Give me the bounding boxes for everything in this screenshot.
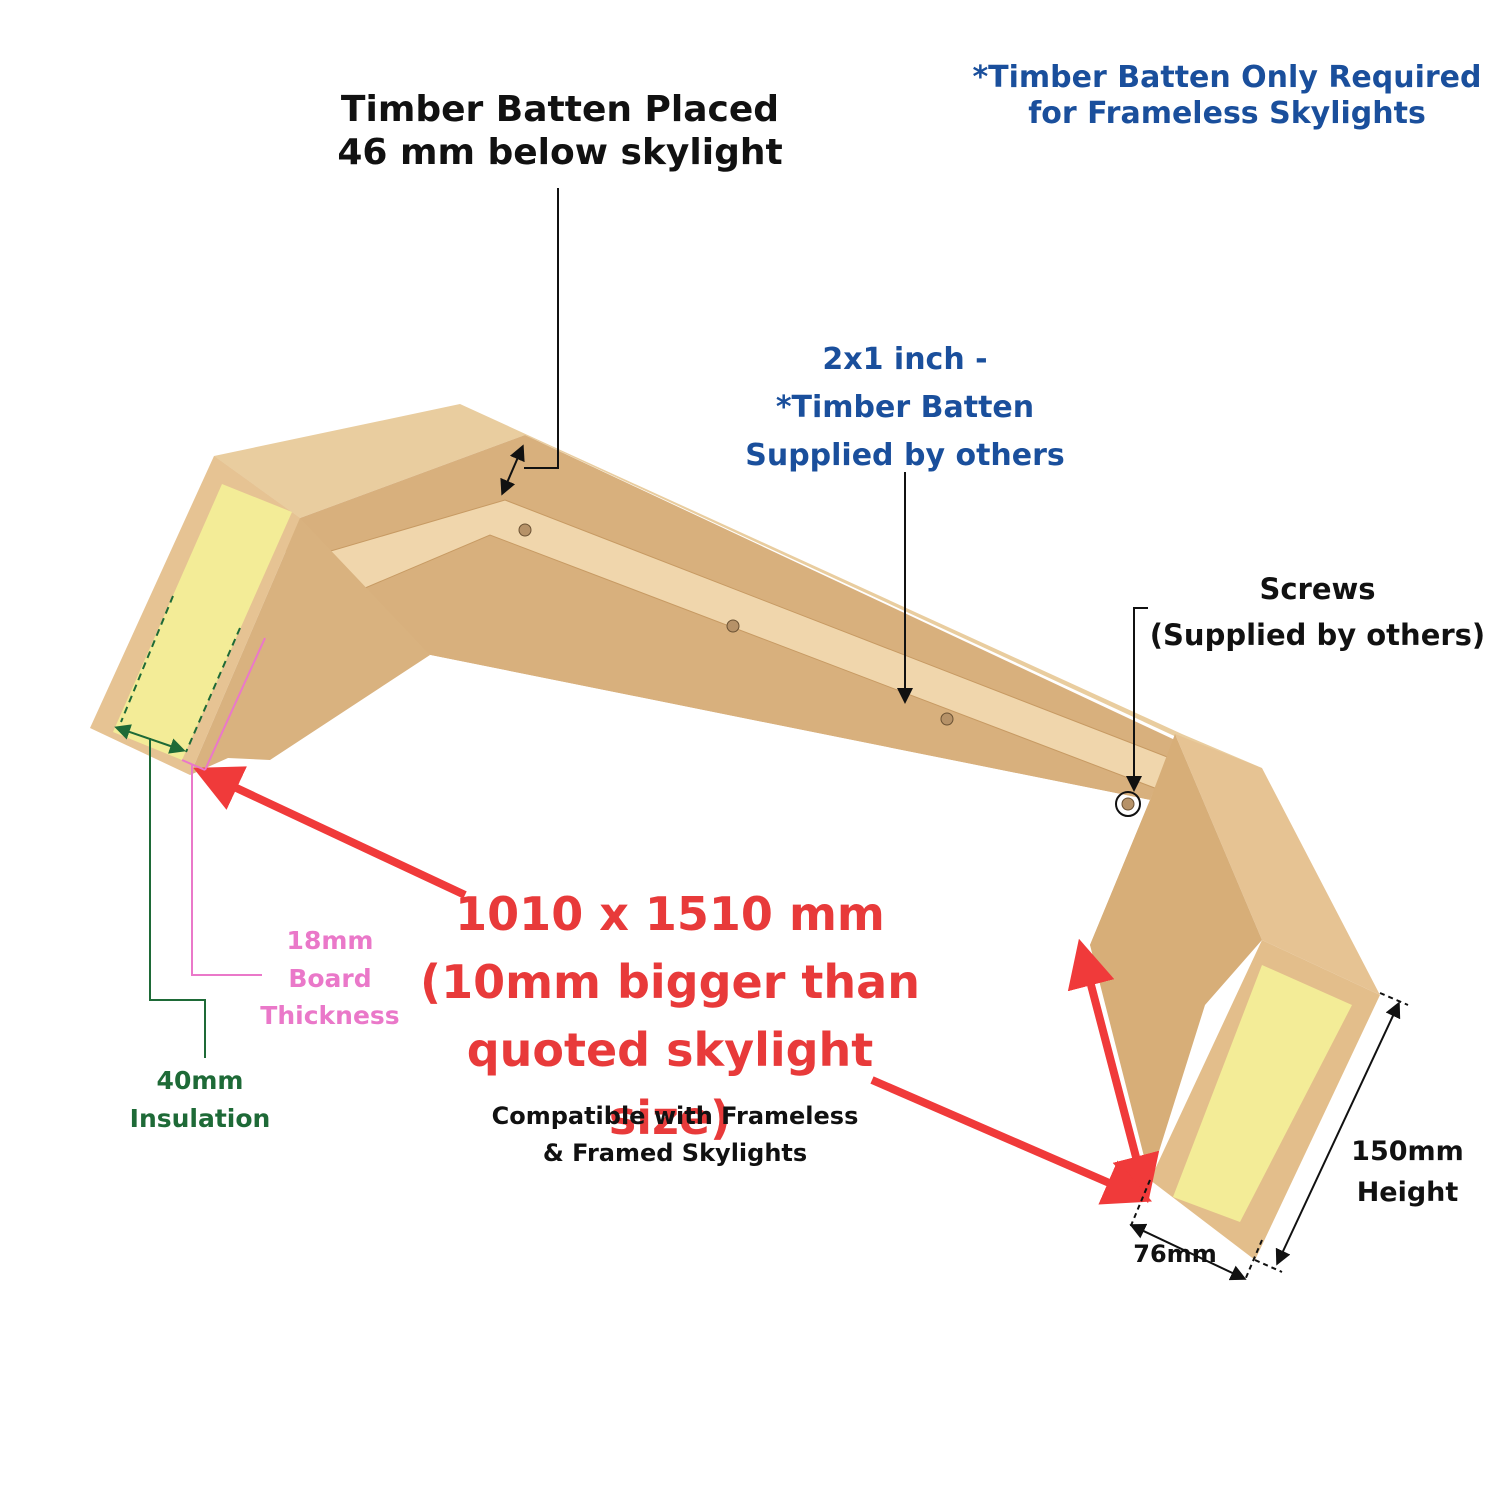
insulation-line-1: 40mm bbox=[156, 1066, 244, 1095]
right-end-top bbox=[1175, 734, 1380, 995]
screws-line-1: Screws bbox=[1259, 572, 1376, 606]
screws-label: Screws (Supplied by others) bbox=[1140, 566, 1495, 659]
screws-leader bbox=[1126, 607, 1148, 792]
dimension-label: 1010 x 1510 mm (10mm bigger than quoted … bbox=[410, 880, 930, 1152]
back-top-face bbox=[214, 404, 1262, 768]
batten-note-line-1: *Timber Batten Only Required bbox=[972, 60, 1482, 95]
width-label: 76mm bbox=[1133, 1240, 1217, 1268]
width-dimension bbox=[1129, 1179, 1263, 1281]
compatible-line-2: & Framed Skylights bbox=[542, 1139, 808, 1168]
screw-callout-ring bbox=[1115, 791, 1141, 817]
batten-placed-label: Timber Batten Placed 46 mm below skyligh… bbox=[330, 88, 790, 174]
board-line-2: Board bbox=[288, 963, 372, 993]
left-end-side bbox=[190, 518, 430, 775]
left-insulation bbox=[113, 484, 292, 760]
batten-spec-line-3: Supplied by others bbox=[745, 438, 1065, 473]
batten-spec-line-2: *Timber Batten bbox=[775, 390, 1035, 425]
height-line-1: 150mm bbox=[1351, 1136, 1464, 1167]
batten-spec-label: 2x1 inch - *Timber Batten Supplied by ot… bbox=[720, 336, 1090, 480]
batten-placed-leader bbox=[500, 188, 559, 496]
batten-placed-line-2: 46 mm below skylight bbox=[337, 132, 783, 174]
dimension-line-1: 1010 x 1510 mm bbox=[455, 887, 885, 941]
height-line-2: Height bbox=[1356, 1176, 1459, 1208]
screws-line-2: (Supplied by others) bbox=[1149, 618, 1486, 653]
board-dimension bbox=[181, 637, 266, 976]
kerb-opening bbox=[228, 655, 1150, 945]
board-line-1: 18mm bbox=[286, 926, 374, 955]
insulation-line-2: Insulation bbox=[129, 1103, 271, 1133]
insulation-dimension bbox=[114, 595, 241, 1058]
height-dimension bbox=[1254, 992, 1409, 1273]
board-line-3: Thickness bbox=[260, 1001, 400, 1030]
insulation-label: 40mm Insulation bbox=[120, 1062, 280, 1137]
batten-note-label: *Timber Batten Only Required for Framele… bbox=[962, 60, 1492, 132]
screw-icons bbox=[518, 523, 1141, 817]
compatible-label: Compatible with Frameless & Framed Skyli… bbox=[470, 1098, 880, 1172]
compatible-line-1: Compatible with Frameless bbox=[491, 1102, 859, 1130]
board-thickness-label: 18mm Board Thickness bbox=[250, 922, 410, 1035]
dimension-line-2: (10mm bigger than bbox=[420, 955, 920, 1010]
height-label: 150mm Height bbox=[1335, 1132, 1480, 1213]
red-dimension-arrows bbox=[193, 766, 1160, 1205]
batten-spec-line-1: 2x1 inch - bbox=[822, 342, 988, 377]
batten-placed-line-1: Timber Batten Placed bbox=[340, 89, 780, 130]
batten-note-line-2: for Frameless Skylights bbox=[1028, 96, 1426, 131]
dimension-line-3: quoted skylight size) bbox=[466, 1023, 874, 1146]
